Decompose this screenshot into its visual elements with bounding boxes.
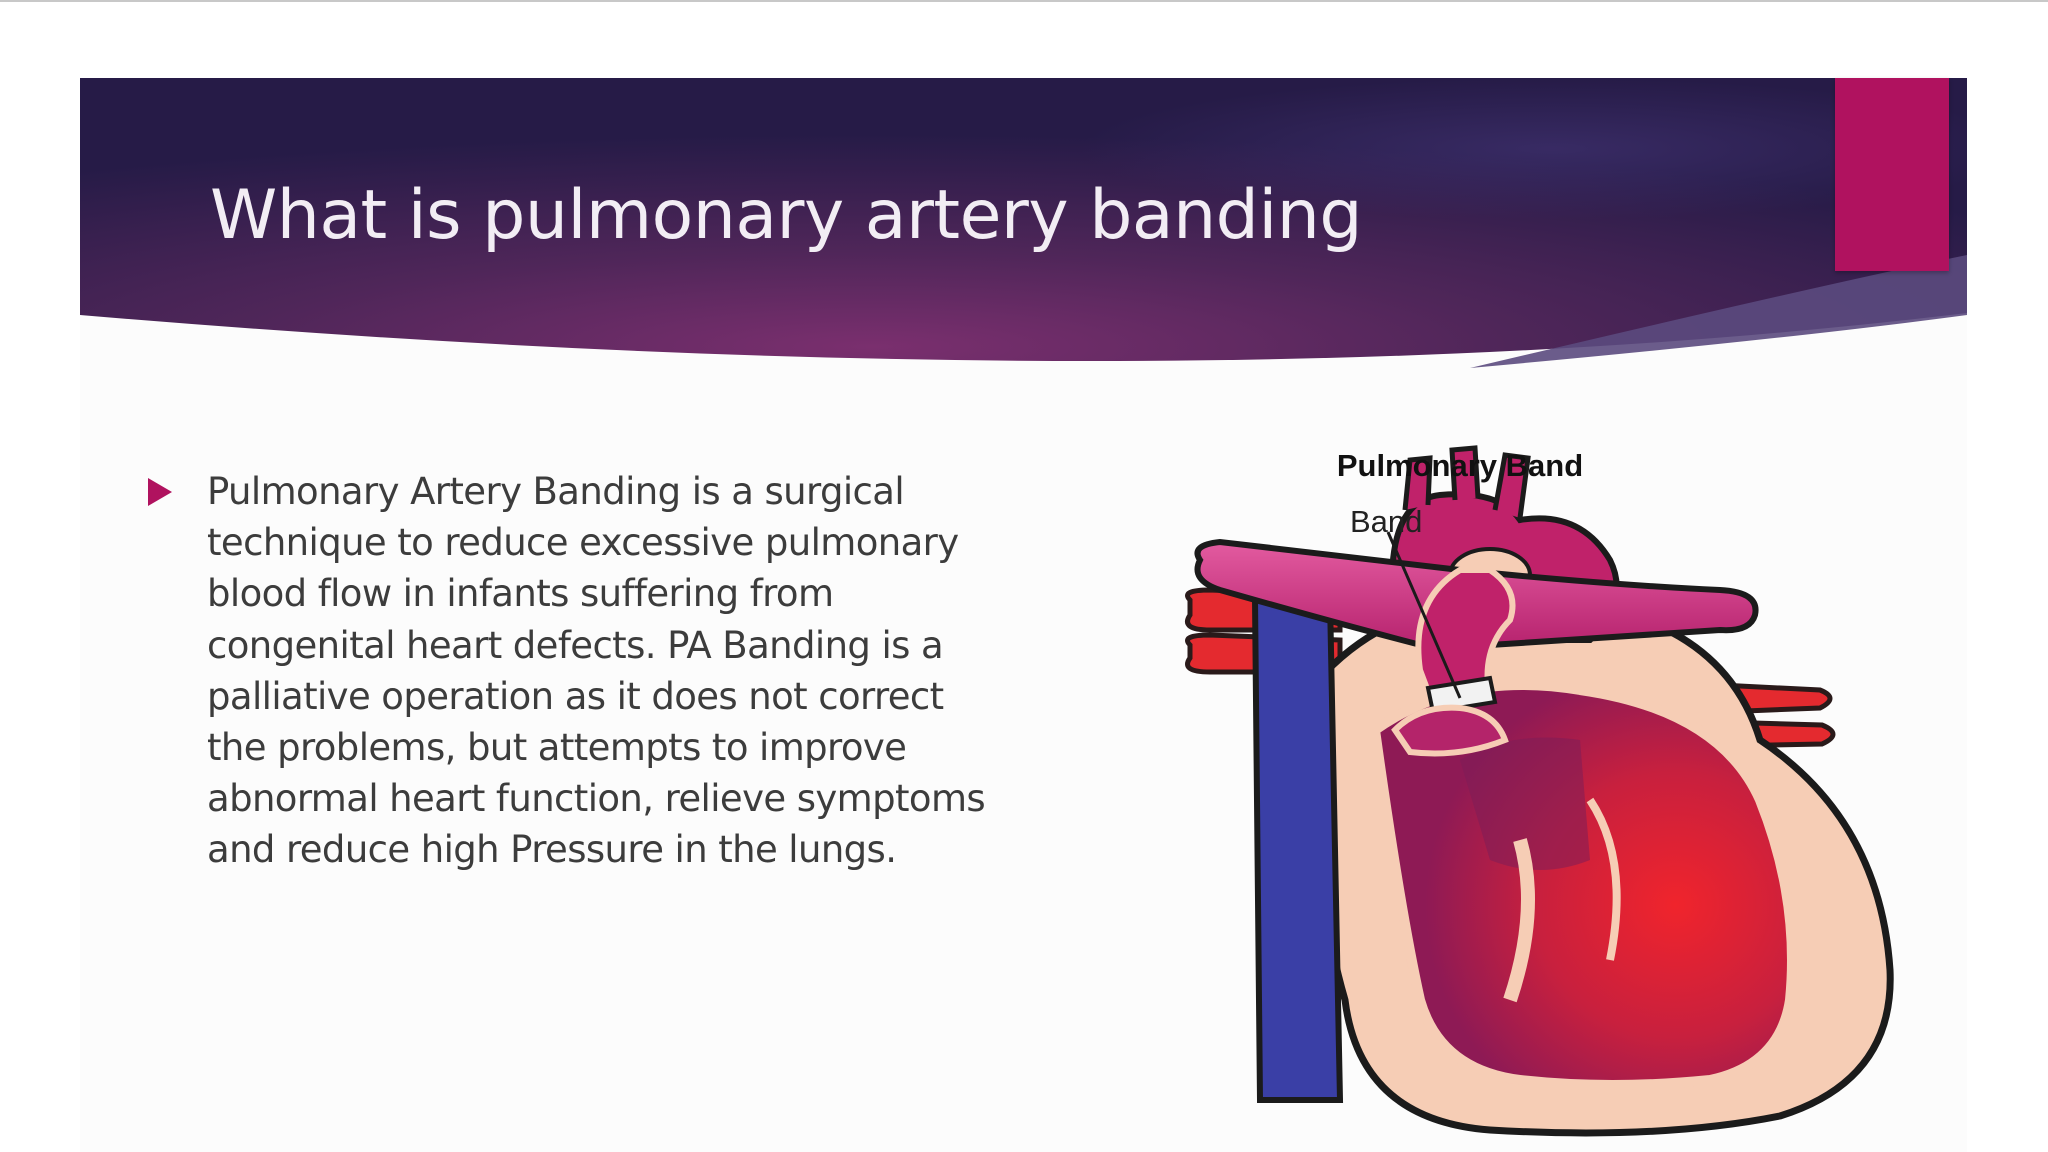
window-top-border	[0, 0, 2048, 2]
heart-illustration	[1185, 445, 1894, 1137]
heart-diagram: Pulmonary Band Band	[1160, 440, 1920, 1152]
slide: What is pulmonary artery banding Pulmona…	[80, 78, 1967, 1152]
figure-title: Pulmonary Band	[1336, 448, 1584, 483]
band-label: Band	[1350, 504, 1423, 539]
accent-tab	[1835, 78, 1949, 271]
slide-title: What is pulmonary artery banding	[210, 176, 1363, 255]
triangle-bullet-icon	[148, 478, 172, 506]
title-banner	[80, 78, 1967, 368]
bullet-text: Pulmonary Artery Banding is a surgical t…	[207, 470, 986, 872]
